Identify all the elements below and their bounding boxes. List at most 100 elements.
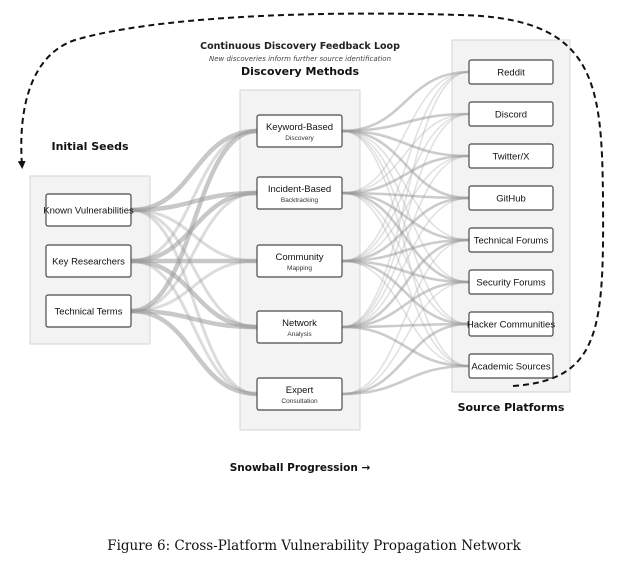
method-platform-flow [341,192,470,325]
method-platform-flow [340,112,471,133]
seed-box [45,294,132,328]
seeds-title: Initial Seeds [51,140,128,153]
method-platform-flow [341,113,470,262]
seed-method-flow [128,128,260,314]
method-box [256,114,343,148]
method-platform-flow [341,130,470,241]
method-platform-flow [340,238,471,329]
method-platform-flow [340,325,471,368]
platform-box [468,353,554,379]
method-platform-flow [341,155,470,262]
method-platform-flow [341,130,470,283]
method-platform-flow [341,155,470,328]
method-platform-flow [341,239,470,395]
seed-method-flow [129,208,259,396]
seed-method-flow [129,191,259,313]
method-platform-flow [341,71,470,262]
platform-node: Reddit [468,59,554,85]
platform-label: Discord [495,110,527,121]
method-box [256,377,343,411]
method-platform-flow [340,129,471,158]
method-platform-flow [340,322,471,396]
platform-label: Reddit [497,68,525,79]
method-platform-flow [341,71,470,328]
method-sublabel: Mapping [287,265,312,272]
snowball-progression-label: Snowball Progression → [230,462,371,474]
method-platform-flow [340,259,471,326]
platform-node: Discord [468,101,554,127]
method-platform-flow [340,280,471,329]
method-platform-flow [341,197,470,328]
method-platform-flow [341,130,470,367]
seed-label: Key Researchers [52,257,125,268]
method-platform-flow [341,260,470,367]
method-label: Keyword-Based [266,122,333,133]
seed-node: Technical Terms [45,294,132,328]
method-platform-flow [340,191,471,242]
figure-caption: Figure 6: Cross-Platform Vulnerability P… [107,538,521,554]
seed-method-flow [128,308,260,397]
method-platform-flow [341,113,470,328]
platform-box [468,101,554,127]
method-sublabel: Analysis [287,331,312,338]
seed-method-flow [128,128,260,213]
platform-label: Hacker Communities [467,320,555,331]
platform-node: GitHub [468,185,554,211]
method-box [256,244,343,278]
platform-box [468,311,554,337]
feedback-loop-subtitle: New discoveries inform further source id… [209,55,391,63]
platform-label: Technical Forums [474,236,549,247]
seed-box [45,193,132,227]
platform-node: Security Forums [468,269,554,295]
flow-connections [128,70,471,397]
method-platform-flow [340,191,471,284]
platform-box [468,143,554,169]
method-label: Expert [286,385,314,396]
platform-node: Hacker Communities [467,311,555,337]
method-box [256,310,343,344]
method-label: Community [275,252,323,263]
platform-box [468,227,554,253]
method-sublabel: Backtracking [281,197,319,204]
method-box [256,176,343,210]
method-sublabel: Discovery [285,135,314,142]
method-platform-flow [340,238,471,263]
methods-title: Discovery Methods [241,65,360,78]
method-platform-flow [340,154,471,195]
method-platform-flow [340,191,471,200]
seed-label: Technical Terms [55,307,123,318]
platform-label: Security Forums [476,278,545,289]
platform-node: Technical Forums [468,227,554,253]
feedback-loop-arrow [17,12,605,387]
platform-box [468,269,554,295]
platform-node: Twitter/X [468,143,554,169]
platform-label: GitHub [496,194,526,205]
platforms-title: Source Platforms [458,401,565,414]
seed-node: Key Researchers [45,244,132,278]
platform-label: Twitter/X [493,152,531,163]
method-platform-flow [340,196,471,263]
method-platform-flow [341,130,470,325]
platform-node: Academic Sources [468,353,554,379]
feedback-loop-title: Continuous Discovery Feedback Loop [200,41,400,52]
method-platform-flow [341,281,470,395]
method-platform-flow [340,322,471,329]
platform-box [468,185,554,211]
method-platform-flow [340,129,471,200]
method-platform-flow [340,70,471,133]
method-platform-flow [340,364,471,396]
seed-box [45,244,132,278]
method-platform-flow [340,259,471,284]
method-sublabel: Consultation [281,398,318,405]
method-label: Incident-Based [268,184,331,195]
platforms-panel [451,39,571,393]
seed-label: Known Vulnerabilities [43,206,134,217]
method-platform-flow [341,113,470,194]
